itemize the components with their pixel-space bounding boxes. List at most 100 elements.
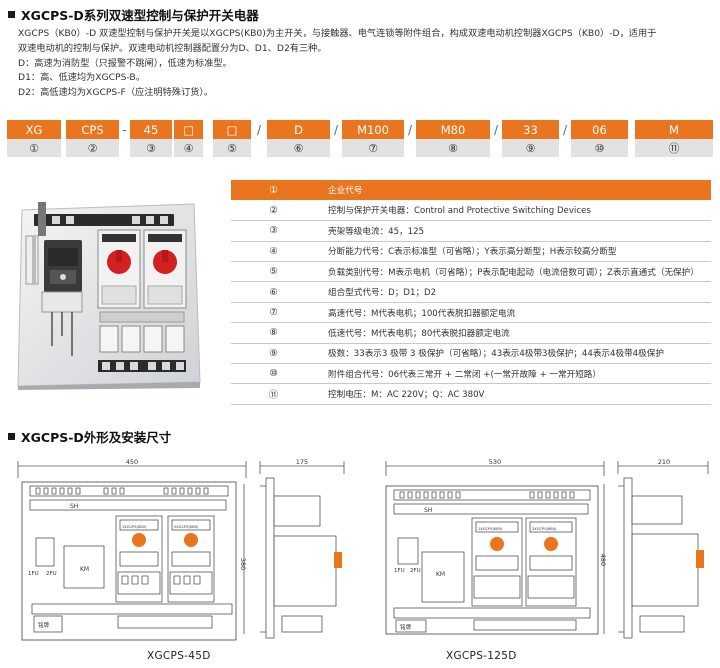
row-number: ③: [231, 220, 316, 242]
code-separator: /: [333, 122, 339, 137]
product-photo: [17, 202, 201, 390]
label-unit2: 2XGCPS(KB0): [532, 527, 557, 531]
row-number: ⑩: [231, 363, 316, 385]
label-2fu: 2FU: [410, 568, 421, 574]
row-number: ④: [231, 241, 316, 263]
front-view-drawing-45d: 450 380 SH KM 1FU 2FU 铭牌 1XGCPS(KB0) 2XG…: [17, 458, 247, 641]
label-nameplate: 铭牌: [400, 623, 412, 631]
row-number: ⑥: [231, 281, 316, 303]
intro-line: XGCPS（KB0）-D 双速型控制与保护开关是以XGCPS(KB0)为主开关，…: [18, 28, 657, 39]
row-description: 分断能力代号：C表示标准型（可省略）；Y表示高分断型；H表示较高分断型: [316, 241, 711, 263]
code-cell-accessory: 06: [571, 120, 628, 139]
code-cell-type: D: [267, 120, 330, 139]
table-header-row: ① 企业代号: [231, 180, 711, 201]
code-cell-poles: 33: [502, 120, 559, 139]
row-description: 组合型式代号：D；D1；D2: [316, 281, 711, 303]
code-cell-xg: XG: [7, 120, 61, 139]
row-number: ⑪: [231, 383, 316, 405]
dimension-width-label: 450: [126, 458, 138, 466]
code-cell-low-speed: M80: [416, 120, 490, 139]
code-number: ⑨: [502, 139, 559, 157]
label-1fu: 1FU: [394, 568, 405, 574]
intro-line: D2：高低速均为XGCPS-F（应注明特殊订货）。: [18, 87, 214, 99]
row-description: 企业代号: [316, 180, 711, 201]
caption-125d: XGCPS-125D: [446, 650, 517, 662]
label-2fu: 2FU: [46, 571, 57, 577]
row-description: 壳架等级电流：45，125: [316, 220, 711, 242]
label-unit2: 2XGCPS(KB0): [174, 525, 199, 529]
section-title: XGCPS-D系列双速型控制与保护开关电器: [21, 7, 259, 23]
code-number: ④: [174, 139, 203, 157]
dimension-depth-label: 175: [296, 458, 308, 466]
code-number: ③: [130, 139, 172, 157]
code-cell-cps: CPS: [66, 120, 119, 139]
code-separator: /: [407, 122, 413, 137]
row-number: ⑧: [231, 322, 316, 344]
code-separator: /: [493, 122, 499, 137]
code-separator: /: [256, 122, 262, 137]
code-cell-high-speed: M100: [342, 120, 404, 139]
code-number: ⑪: [635, 139, 713, 157]
intro-line: 双速电动机的控制与保护。双速电动机控制器配置分为D、D1、D2有三种。: [18, 42, 327, 54]
row-number: ⑨: [231, 343, 316, 365]
dimension-depth-label: 210: [658, 458, 670, 466]
row-number: ①: [231, 180, 316, 201]
intro-text: XGCPS（KB0）-D 双速型控制与保护开关是以XGCPS(KB0)为主开关，…: [18, 27, 718, 101]
dimension-width-label: 530: [489, 458, 501, 466]
row-number: ②: [231, 200, 316, 222]
intro-line: D：高速为消防型（只报警不跳闸），低速为标准型。: [18, 57, 232, 69]
side-view-drawing-125d: 210: [617, 458, 709, 639]
label-1fu: 1FU: [28, 571, 39, 577]
caption-45d: XGCPS-45D: [147, 650, 211, 662]
section-title: XGCPS-D外形及安装尺寸: [21, 429, 172, 445]
code-number: ⑤: [213, 139, 251, 157]
code-number: ①: [7, 139, 61, 157]
label-unit1: 1XGCPS(KB0): [478, 527, 503, 531]
code-cell-current: 45: [130, 120, 172, 139]
code-number: ⑥: [267, 139, 330, 157]
code-number: ②: [66, 139, 119, 157]
row-description: 低速代号：M代表电机；80代表脱扣器额定电流: [316, 322, 711, 344]
row-description: 高速代号：M代表电机；100代表脱扣器额定电流: [316, 302, 711, 324]
label-unit1: 1XGCPS(KB0): [122, 525, 147, 529]
label-sh: SH: [70, 503, 78, 510]
section-heading-series: XGCPS-D系列双速型控制与保护开关电器: [8, 6, 259, 23]
code-cell-voltage: M: [635, 120, 713, 139]
code-cell-breaking: □: [174, 120, 203, 139]
label-km: KM: [80, 566, 89, 573]
row-number: ⑦: [231, 302, 316, 324]
label-sh: SH: [424, 507, 432, 514]
row-description: 控制与保护开关电器：Control and Protective Switchi…: [316, 200, 711, 222]
front-view-drawing-125d: 530 480 SH KM 1FU 2FU 铭牌 1XGCPS(KB0) 2XG…: [385, 458, 607, 635]
section-heading-dimensions: XGCPS-D外形及安装尺寸: [8, 428, 172, 445]
section-marker: [8, 432, 15, 440]
section-marker: [8, 10, 15, 18]
dimension-height-label: 480: [599, 554, 607, 566]
row-description: 控制电压：M：AC 220V；Q：AC 380V: [316, 383, 711, 405]
label-km: KM: [436, 571, 445, 578]
row-number: ⑤: [231, 261, 316, 283]
code-number: ⑩: [571, 139, 628, 157]
row-description: 附件组合代号：06代表三常开 + 二常闭 +(一常开故障 + 一常开短路）: [316, 363, 711, 385]
dimension-height-label: 380: [239, 558, 247, 570]
side-view-drawing-45d: 175: [259, 458, 345, 639]
code-number: ⑦: [342, 139, 404, 157]
code-number: ⑧: [416, 139, 490, 157]
row-description: 极数：33表示3 极带 3 极保护（可省略）；43表示4极带3极保护；44表示4…: [316, 343, 711, 365]
code-separator: -: [122, 122, 127, 137]
code-separator: /: [562, 122, 568, 137]
code-cell-load: □: [213, 120, 251, 139]
row-description: 负载类别代号：M表示电机（可省略）；P表示配电起动（电流倍数可调）；Z表示直通式…: [316, 261, 711, 283]
label-nameplate: 铭牌: [38, 621, 50, 629]
